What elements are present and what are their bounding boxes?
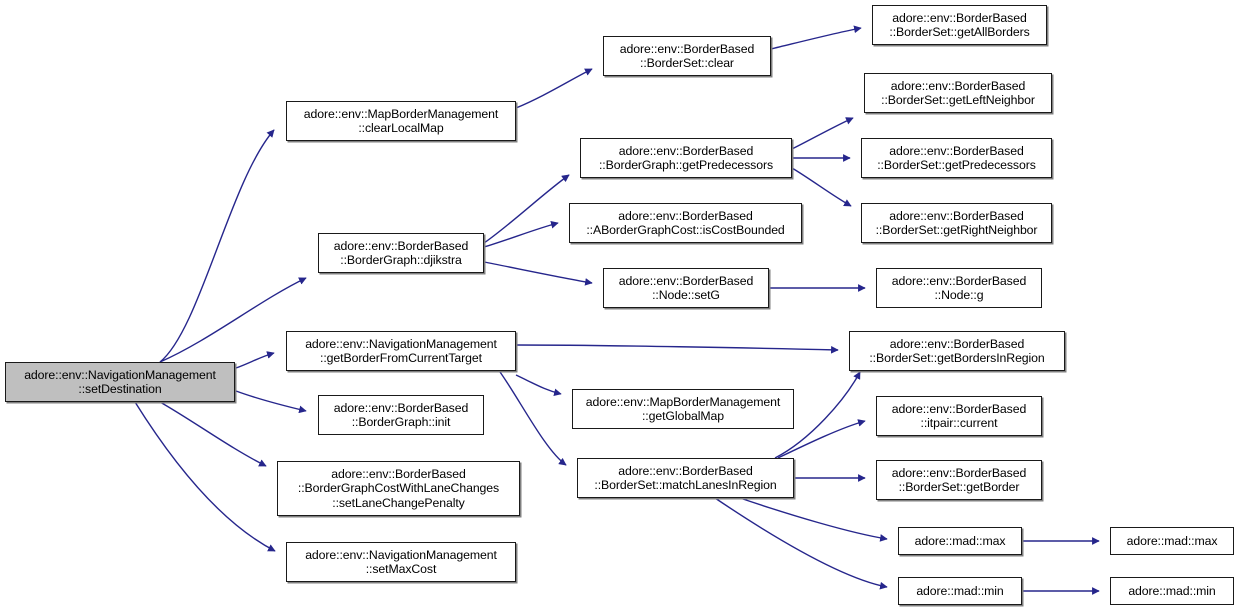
- graph-node-setMaxCost[interactable]: adore::env::NavigationManagement ::setMa…: [286, 542, 516, 582]
- call-edge: [515, 344, 839, 354]
- graph-node-borderSetClear[interactable]: adore::env::BorderBased ::BorderSet::cle…: [603, 36, 771, 76]
- graph-node-label: adore::env::NavigationManagement ::getBo…: [305, 336, 497, 366]
- graph-node-label: adore::env::MapBorderManagement ::clearL…: [303, 106, 499, 136]
- graph-node-isCostBounded[interactable]: adore::env::BorderBased ::ABorderGraphCo…: [569, 203, 802, 243]
- graph-node-label: adore::env::BorderBased ::BorderSet::get…: [877, 143, 1036, 173]
- graph-node-madMin2[interactable]: adore::mad::min: [1110, 577, 1234, 605]
- graph-node-getRightNeighbor[interactable]: adore::env::BorderBased ::BorderSet::get…: [861, 203, 1052, 243]
- graph-node-label: adore::env::MapBorderManagement ::getGlo…: [585, 394, 781, 424]
- graph-node-label: adore::mad::min: [1128, 583, 1216, 598]
- call-edge: [714, 497, 888, 590]
- graph-node-graphInit[interactable]: adore::env::BorderBased ::BorderGraph::i…: [318, 395, 484, 435]
- call-edge: [483, 261, 593, 286]
- graph-node-getAllBorders[interactable]: adore::env::BorderBased ::BorderSet::get…: [872, 5, 1047, 45]
- graph-node-madMin1[interactable]: adore::mad::min: [898, 577, 1022, 605]
- graph-node-djikstra[interactable]: adore::env::BorderBased ::BorderGraph::d…: [318, 233, 484, 273]
- call-edge: [483, 174, 570, 244]
- graph-node-label: adore::env::BorderBased ::Node::setG: [618, 273, 754, 303]
- graph-node-nodeG[interactable]: adore::env::BorderBased ::Node::g: [876, 268, 1042, 308]
- graph-node-label: adore::env::BorderBased ::BorderSet::mat…: [594, 463, 777, 493]
- call-edge: [235, 390, 307, 414]
- call-edge: [483, 221, 559, 248]
- call-edge: [791, 117, 854, 150]
- call-edge: [739, 497, 888, 542]
- graph-node-matchLanesInRegion[interactable]: adore::env::BorderBased ::BorderSet::mat…: [577, 458, 794, 498]
- graph-node-getLeftNeighbor[interactable]: adore::env::BorderBased ::BorderSet::get…: [864, 73, 1052, 113]
- graph-node-getBorder[interactable]: adore::env::BorderBased ::BorderSet::get…: [876, 460, 1042, 500]
- graph-node-label: adore::env::BorderBased ::itpair::curren…: [891, 401, 1027, 431]
- graph-node-label: adore::env::NavigationManagement ::setDe…: [24, 367, 216, 397]
- graph-node-getBorderFromCurrentTarget[interactable]: adore::env::NavigationManagement ::getBo…: [286, 331, 516, 371]
- call-edge: [515, 374, 562, 397]
- graph-node-label: adore::env::BorderBased ::BorderSet::get…: [891, 465, 1027, 495]
- graph-node-itpairCurrent[interactable]: adore::env::BorderBased ::itpair::curren…: [876, 396, 1042, 436]
- graph-node-label: adore::env::BorderBased ::BorderSet::cle…: [619, 41, 755, 71]
- graph-node-setLaneChangePenalty[interactable]: adore::env::BorderBased ::BorderGraphCos…: [277, 461, 520, 516]
- call-edge: [159, 129, 275, 363]
- call-edge: [791, 167, 852, 207]
- graph-node-label: adore::env::BorderBased ::ABorderGraphCo…: [586, 208, 785, 238]
- call-edge: [159, 277, 307, 363]
- graph-node-label: adore::env::BorderBased ::Node::g: [891, 273, 1027, 303]
- graph-node-madMax2[interactable]: adore::mad::max: [1110, 527, 1234, 555]
- graph-node-label: adore::env::BorderBased ::BorderGraph::i…: [333, 400, 469, 430]
- graph-node-label: adore::mad::max: [1126, 533, 1218, 548]
- graph-node-label: adore::env::BorderBased ::BorderSet::get…: [889, 10, 1030, 40]
- call-edge: [134, 401, 276, 552]
- call-edge: [515, 68, 593, 109]
- graph-node-label: adore::mad::min: [916, 583, 1004, 598]
- call-edge: [770, 25, 862, 50]
- graph-node-getBordersInRegion[interactable]: adore::env::BorderBased ::BorderSet::get…: [849, 331, 1065, 371]
- call-edge: [159, 401, 267, 467]
- graph-node-label: adore::env::NavigationManagement ::setMa…: [305, 547, 497, 577]
- graph-node-clearLocalMap[interactable]: adore::env::MapBorderManagement ::clearL…: [286, 101, 516, 141]
- graph-node-label: adore::env::BorderBased ::BorderSet::get…: [869, 336, 1045, 366]
- graph-node-label: adore::env::BorderBased ::BorderSet::get…: [881, 78, 1035, 108]
- graph-node-label: adore::env::BorderBased ::BorderGraphCos…: [297, 466, 500, 510]
- graph-node-getGlobalMap[interactable]: adore::env::MapBorderManagement ::getGlo…: [572, 389, 794, 429]
- call-edge: [235, 351, 275, 369]
- graph-node-nodeSetG[interactable]: adore::env::BorderBased ::Node::setG: [603, 268, 769, 308]
- graph-node-madMax1[interactable]: adore::mad::max: [898, 527, 1022, 555]
- graph-node-label: adore::env::BorderBased ::BorderSet::get…: [875, 208, 1038, 238]
- graph-node-label: adore::env::BorderBased ::BorderGraph::d…: [333, 238, 469, 268]
- graph-node-setDestination[interactable]: adore::env::NavigationManagement ::setDe…: [5, 362, 235, 402]
- call-edge: [499, 371, 567, 466]
- graph-node-label: adore::env::BorderBased ::BorderGraph::g…: [598, 143, 774, 173]
- graph-node-label: adore::mad::max: [914, 533, 1006, 548]
- graph-node-getPredecessorsGraph[interactable]: adore::env::BorderBased ::BorderGraph::g…: [580, 138, 792, 178]
- graph-node-getPredecessorsSet[interactable]: adore::env::BorderBased ::BorderSet::get…: [861, 138, 1052, 178]
